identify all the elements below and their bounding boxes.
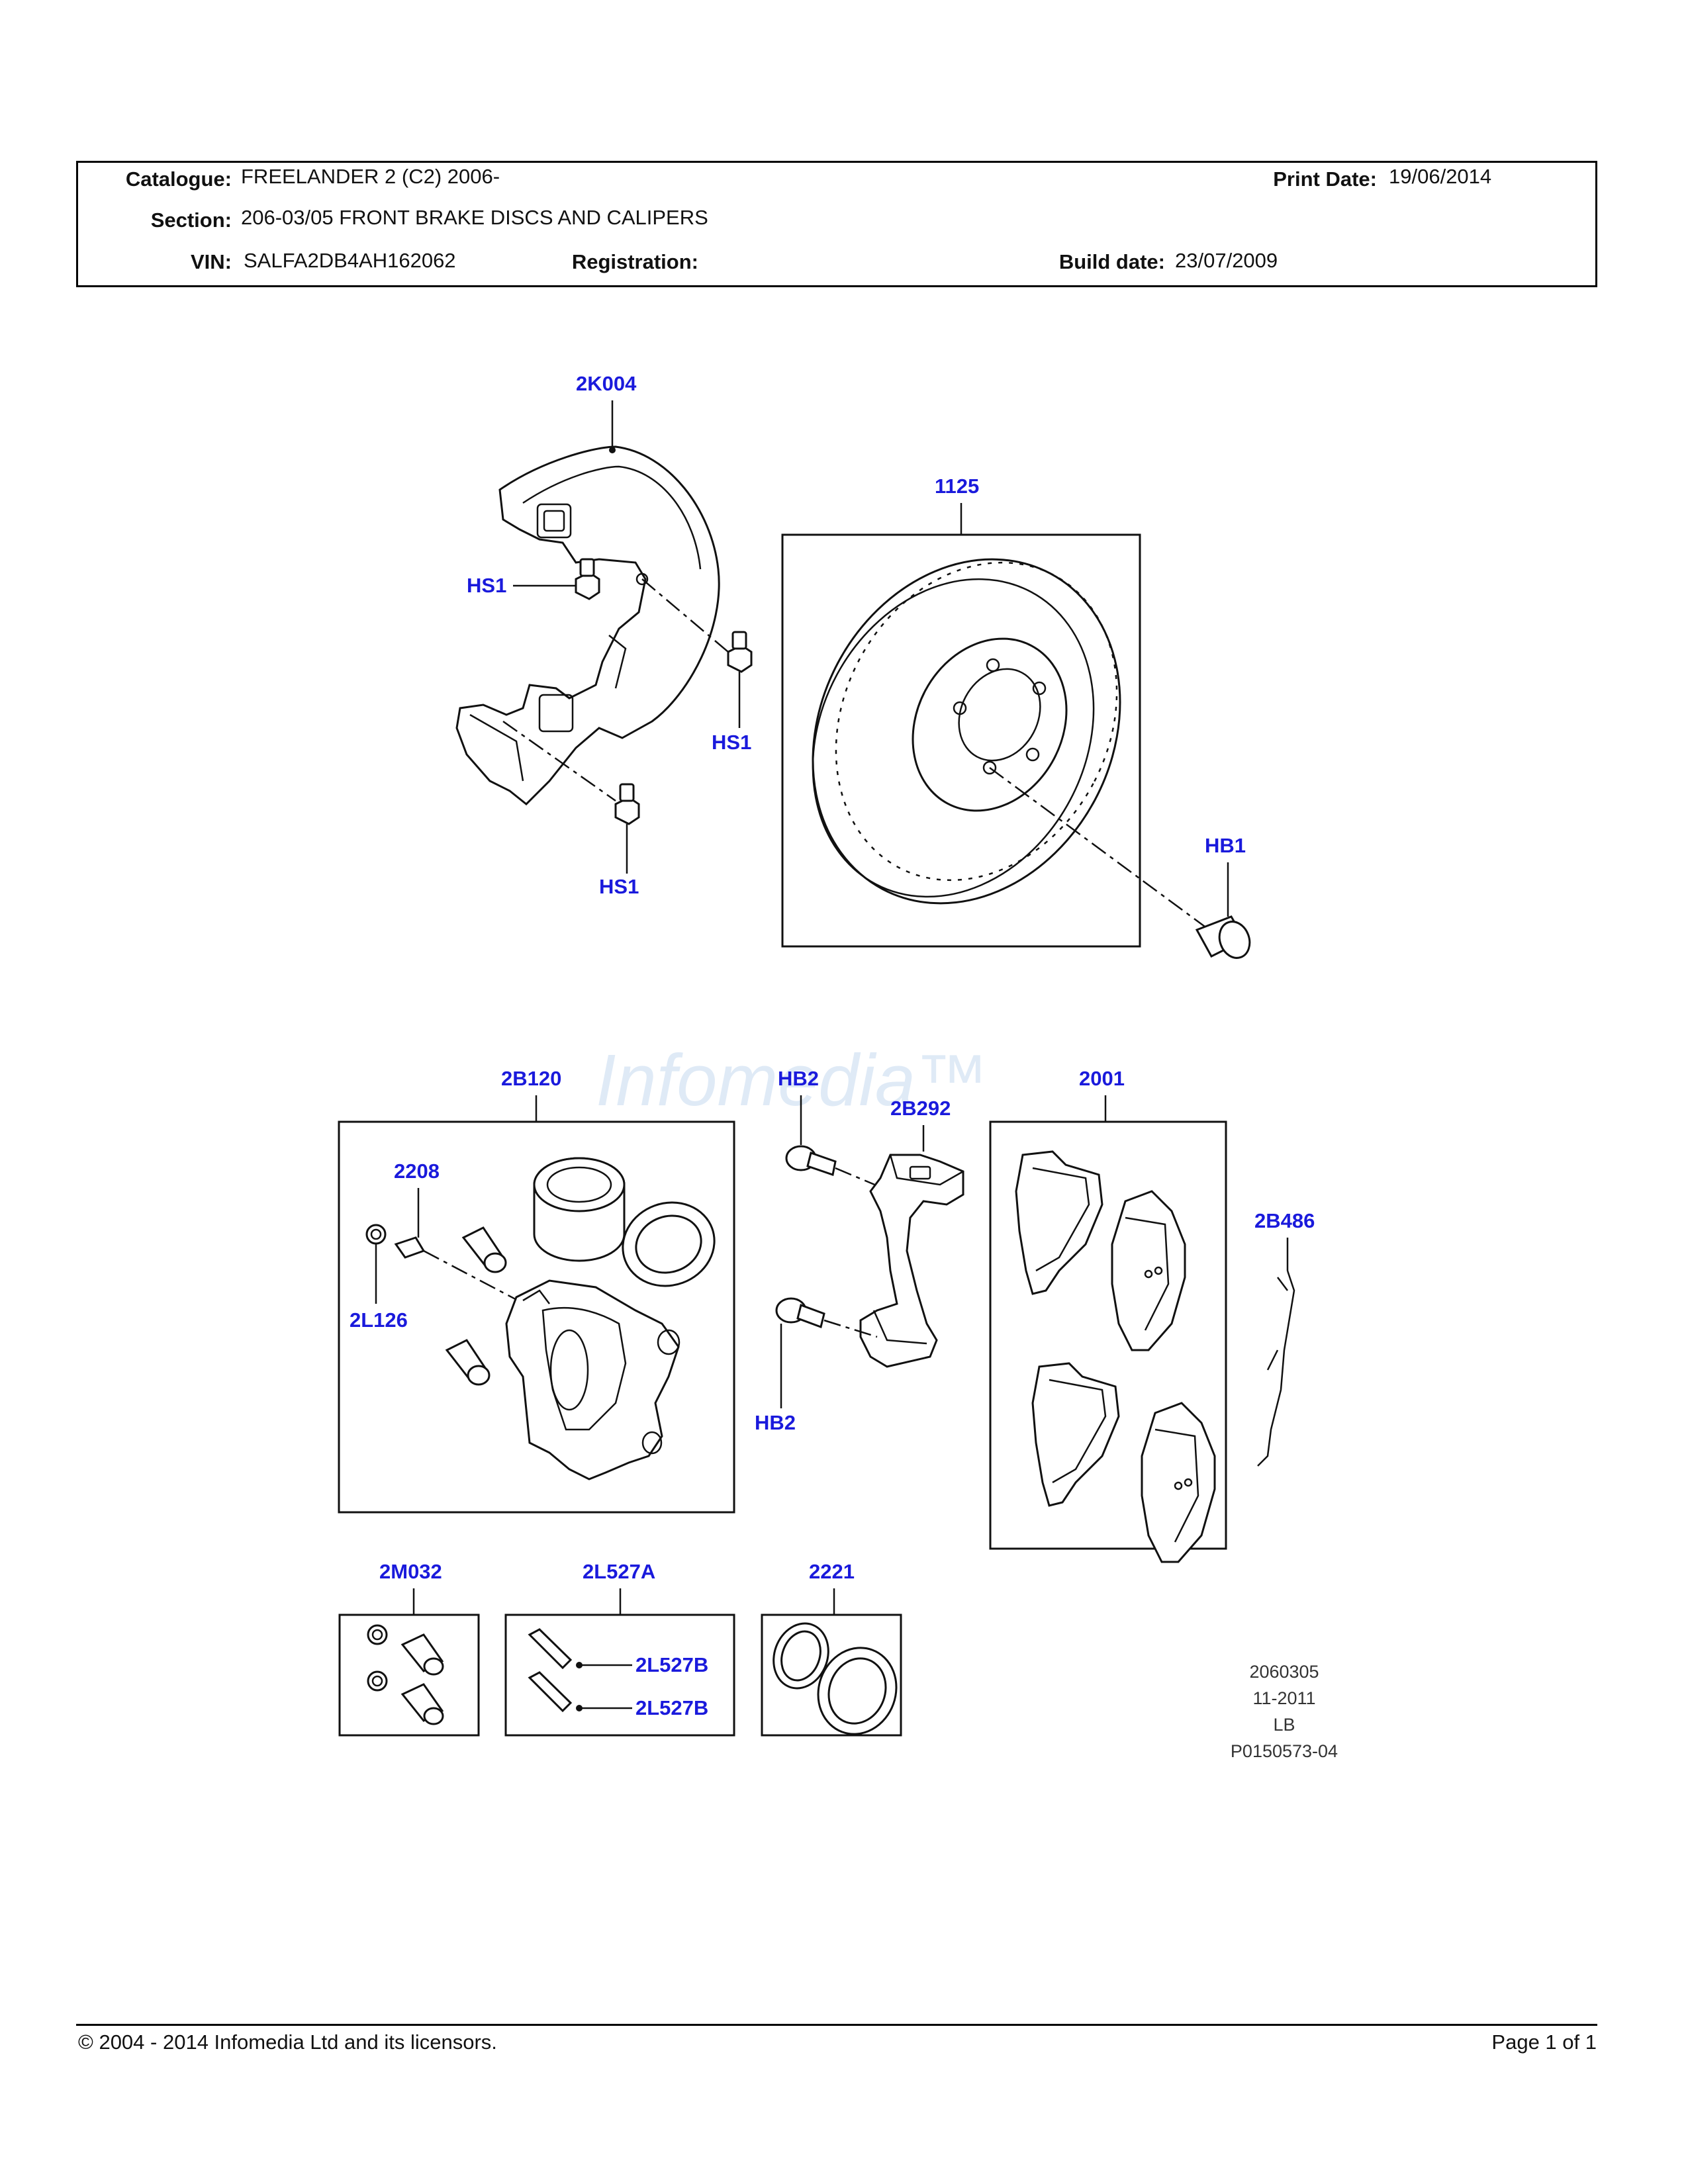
guide-pin-boot-lower bbox=[445, 1339, 491, 1386]
callout-clip[interactable]: 2B486 bbox=[1254, 1209, 1315, 1232]
callout-carrier[interactable]: 2B292 bbox=[890, 1097, 951, 1120]
callout-disc[interactable]: 1125 bbox=[935, 475, 979, 498]
callout-hb2-a[interactable]: HB2 bbox=[778, 1067, 819, 1090]
guide-pin-b bbox=[528, 1671, 583, 1713]
bolt-hb2-b bbox=[775, 1297, 825, 1328]
reference-line-4: P0150573-04 bbox=[1231, 1741, 1338, 1761]
callout-guide-pin-a[interactable]: 2L527B bbox=[635, 1653, 708, 1676]
section-label: Section: bbox=[150, 208, 232, 232]
pin-kit-parts bbox=[367, 1624, 444, 1725]
section-value: 206-03/05 FRONT BRAKE DISCS AND CALIPERS bbox=[241, 206, 708, 229]
callout-bleed-screw[interactable]: 2208 bbox=[394, 1160, 440, 1183]
callout-guide-pin-kit[interactable]: 2L527A bbox=[583, 1560, 655, 1583]
catalogue-header bbox=[76, 161, 1597, 287]
callout-seal-kit[interactable]: 2221 bbox=[809, 1560, 855, 1583]
caliper-body bbox=[505, 1279, 680, 1480]
print-date-value: 19/06/2014 bbox=[1389, 165, 1492, 188]
pin-kit-box bbox=[338, 1614, 480, 1737]
bolt-hs1-b bbox=[727, 631, 753, 673]
guide-pin-kit-box bbox=[504, 1614, 735, 1737]
brake-pad-1 bbox=[1015, 1150, 1103, 1295]
watermark: Infomedia™ bbox=[596, 1040, 988, 1121]
catalogue-label: Catalogue: bbox=[125, 167, 232, 191]
brake-pad-3 bbox=[1031, 1362, 1120, 1507]
callout-hs1-a[interactable]: HS1 bbox=[467, 574, 506, 597]
bolt-hb1 bbox=[1195, 915, 1251, 959]
pads-box bbox=[989, 1120, 1227, 1550]
splash-shield bbox=[455, 445, 720, 806]
callout-hs1-b[interactable]: HS1 bbox=[712, 731, 751, 754]
page-number: Page 1 of 1 bbox=[1491, 2030, 1597, 2054]
piston-seal bbox=[622, 1201, 716, 1287]
callout-hb1[interactable]: HB1 bbox=[1205, 834, 1246, 857]
reference-line-1: 2060305 bbox=[1249, 1662, 1319, 1682]
copyright-text: © 2004 - 2014 Infomedia Ltd and its lice… bbox=[78, 2030, 497, 2054]
callout-hs1-c[interactable]: HS1 bbox=[599, 875, 639, 898]
build-date-label: Build date: bbox=[1058, 250, 1165, 273]
bolt-hs1-a bbox=[575, 558, 600, 600]
callout-pin-kit[interactable]: 2M032 bbox=[379, 1560, 442, 1583]
build-date-value: 23/07/2009 bbox=[1175, 249, 1278, 272]
caliper-carrier bbox=[859, 1154, 964, 1368]
callout-guide-pin-b[interactable]: 2L527B bbox=[635, 1696, 708, 1719]
footer-divider bbox=[76, 2024, 1597, 2026]
guide-pin-boot-upper bbox=[461, 1226, 507, 1273]
registration-label: Registration: bbox=[571, 250, 698, 273]
caliper-piston bbox=[533, 1157, 626, 1262]
bleed-screw bbox=[394, 1236, 426, 1259]
vin-value: SALFA2DB4AH162062 bbox=[244, 249, 456, 272]
vin-label: VIN: bbox=[191, 250, 232, 273]
reference-line-2: 11-2011 bbox=[1252, 1688, 1315, 1708]
brake-pad-4 bbox=[1141, 1402, 1216, 1563]
callout-caliper[interactable]: 2B120 bbox=[501, 1067, 561, 1090]
print-date-label: Print Date: bbox=[1273, 167, 1377, 191]
bolt-hs1-c bbox=[614, 783, 640, 825]
bleed-cap bbox=[365, 1224, 387, 1245]
brake-pad-2 bbox=[1111, 1190, 1186, 1351]
brake-disc bbox=[812, 558, 1121, 905]
callout-hb2-b[interactable]: HB2 bbox=[755, 1411, 796, 1434]
caliper-box bbox=[338, 1120, 735, 1514]
catalogue-value: FREELANDER 2 (C2) 2006- bbox=[241, 165, 500, 188]
pad-retaining-clip bbox=[1257, 1270, 1295, 1467]
callout-bleed-cap[interactable]: 2L126 bbox=[350, 1308, 408, 1332]
seal-kit-parts bbox=[773, 1622, 898, 1735]
callout-shield[interactable]: 2K004 bbox=[576, 372, 637, 395]
guide-pin-a bbox=[528, 1628, 583, 1670]
callout-pads[interactable]: 2001 bbox=[1079, 1067, 1125, 1090]
bolt-hb2-a bbox=[785, 1145, 837, 1176]
exploded-parts-diagram: Infomedia™ 2K004 HS1 HS1 HS1 1125 bbox=[338, 372, 1338, 1761]
reference-line-3: LB bbox=[1273, 1715, 1295, 1735]
seal-kit-box bbox=[761, 1614, 902, 1737]
